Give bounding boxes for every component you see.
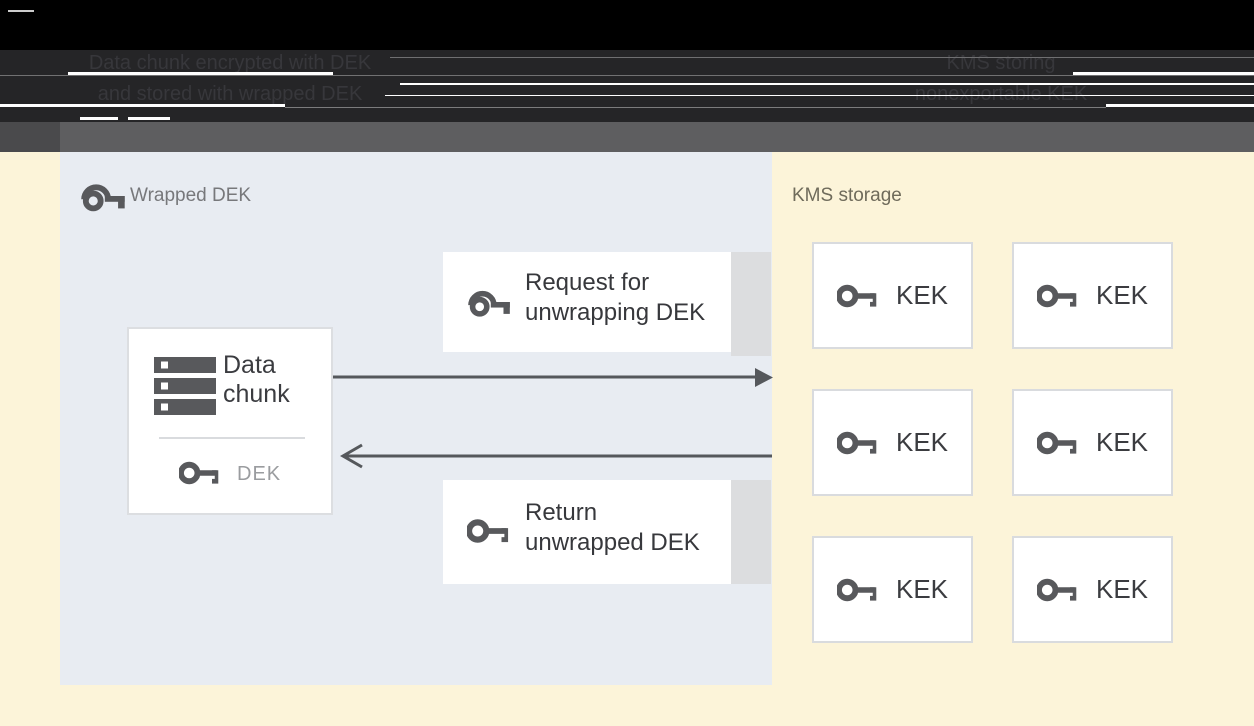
data-chunk-label-line1: Data (223, 351, 276, 379)
key-icon (1036, 431, 1077, 454)
wrapped-key-icon (81, 184, 125, 212)
glitch-line (0, 75, 1254, 76)
header-black-band (0, 0, 1254, 50)
key-icon (1036, 578, 1077, 601)
kek-box: KEK (812, 389, 973, 496)
key-icon (836, 431, 877, 454)
return-label-line1: Return (525, 499, 598, 526)
kek-label: KEK (895, 574, 949, 604)
return-box: Return unwrapped DEK (443, 480, 731, 584)
header-charcoal-band (0, 50, 1254, 122)
kek-grid: KEK KEK KEK (812, 242, 1173, 643)
divider (159, 437, 305, 439)
key-icon (836, 284, 877, 307)
glitch-line (1106, 104, 1254, 107)
kek-label: KEK (895, 427, 949, 457)
glitch-line (285, 107, 1106, 108)
glitch-line (8, 10, 34, 12)
wrapped-dek-title: Wrapped DEK (130, 185, 252, 206)
kms-storage-title: KMS storage (792, 185, 902, 206)
data-chunk-box: Data chunk DEK (127, 327, 333, 515)
kek-box: KEK (1012, 389, 1173, 496)
header-gray-band-left (0, 122, 60, 152)
glitch-line (1073, 72, 1254, 75)
data-stack-icon (154, 357, 216, 415)
kek-box: KEK (1012, 536, 1173, 643)
data-chunk-label-line2: chunk (223, 380, 290, 408)
glitch-line (128, 117, 170, 120)
caption-kms-line2: nonexportable KEK (914, 83, 1088, 105)
request-label-line2: unwrapping DEK (525, 299, 706, 326)
key-icon (467, 519, 509, 543)
request-box: Request for unwrapping DEK (443, 252, 731, 352)
glitch-line (390, 57, 1254, 58)
key-icon (179, 461, 219, 485)
return-label: Return unwrapped DEK (525, 498, 700, 558)
kek-label: KEK (1095, 280, 1149, 310)
glitch-line (80, 117, 118, 120)
kek-label: KEK (1095, 574, 1149, 604)
kek-box: KEK (1012, 242, 1173, 349)
kek-box: KEK (812, 242, 973, 349)
request-label-line1: Request for (525, 269, 650, 296)
glitch-line (400, 83, 1254, 85)
key-icon (836, 578, 877, 601)
key-icon (1036, 284, 1077, 307)
return-edge-strip (731, 480, 771, 584)
glitch-line (0, 104, 285, 107)
kek-box: KEK (812, 536, 973, 643)
caption-data-chunk-line2: and stored with wrapped DEK (97, 83, 363, 105)
request-edge-strip (731, 252, 771, 356)
caption-data-chunk: Data chunk encrypted with DEK and stored… (55, 48, 405, 110)
return-label-line2: unwrapped DEK (525, 529, 700, 556)
wrapped-key-icon (468, 290, 510, 317)
dek-label: DEK (237, 463, 282, 485)
request-label: Request for unwrapping DEK (525, 268, 705, 328)
data-chunk-label: Data chunk (223, 351, 290, 409)
glitch-line (385, 95, 1254, 96)
caption-data-chunk-line1: Data chunk encrypted with DEK (88, 52, 372, 74)
glitch-line (68, 72, 333, 75)
kek-label: KEK (1095, 427, 1149, 457)
header-gray-band (0, 122, 1254, 152)
kek-label: KEK (895, 280, 949, 310)
